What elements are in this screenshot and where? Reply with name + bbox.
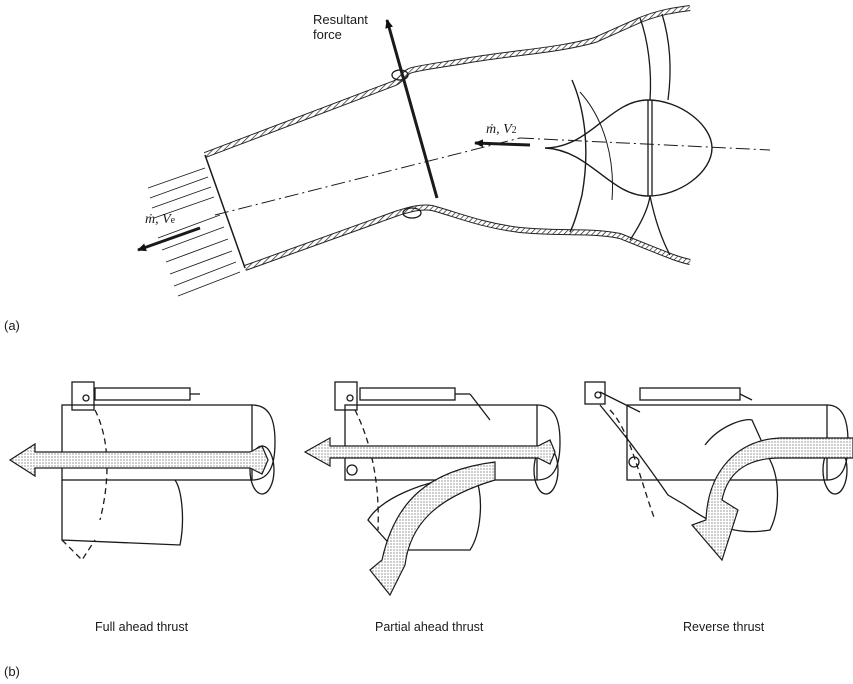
full-ahead-panel bbox=[8, 381, 276, 562]
nozzle-exit-face bbox=[204, 154, 246, 269]
inlet-flow-label: ṁ, V2 bbox=[486, 122, 517, 137]
duct-centreline bbox=[214, 137, 521, 216]
partial-ahead-panel bbox=[303, 381, 561, 597]
reverse-thrust-panel bbox=[584, 381, 853, 562]
jet-stream-partial bbox=[303, 436, 556, 468]
exit-flow-arrow bbox=[137, 226, 201, 252]
caption-partial-ahead: Partial ahead thrust bbox=[375, 620, 484, 634]
jet-stream-reverse bbox=[690, 437, 853, 562]
part-a-label: (a) bbox=[4, 318, 20, 333]
caption-full-ahead: Full ahead thrust bbox=[95, 620, 189, 634]
caption-reverse: Reverse thrust bbox=[683, 620, 765, 634]
impeller-hub bbox=[544, 99, 713, 197]
resultant-force-label: Resultant force bbox=[313, 12, 368, 42]
exit-flow-label: ṁ, Ve bbox=[145, 212, 176, 227]
part-b-label: (b) bbox=[4, 664, 20, 679]
waterjet-duct-a bbox=[137, 5, 771, 297]
jet-stream-full bbox=[8, 442, 269, 478]
inlet-flow-arrow bbox=[474, 139, 531, 148]
exhaust-stream-lines bbox=[147, 167, 241, 297]
resultant-force-arrow bbox=[385, 19, 439, 199]
